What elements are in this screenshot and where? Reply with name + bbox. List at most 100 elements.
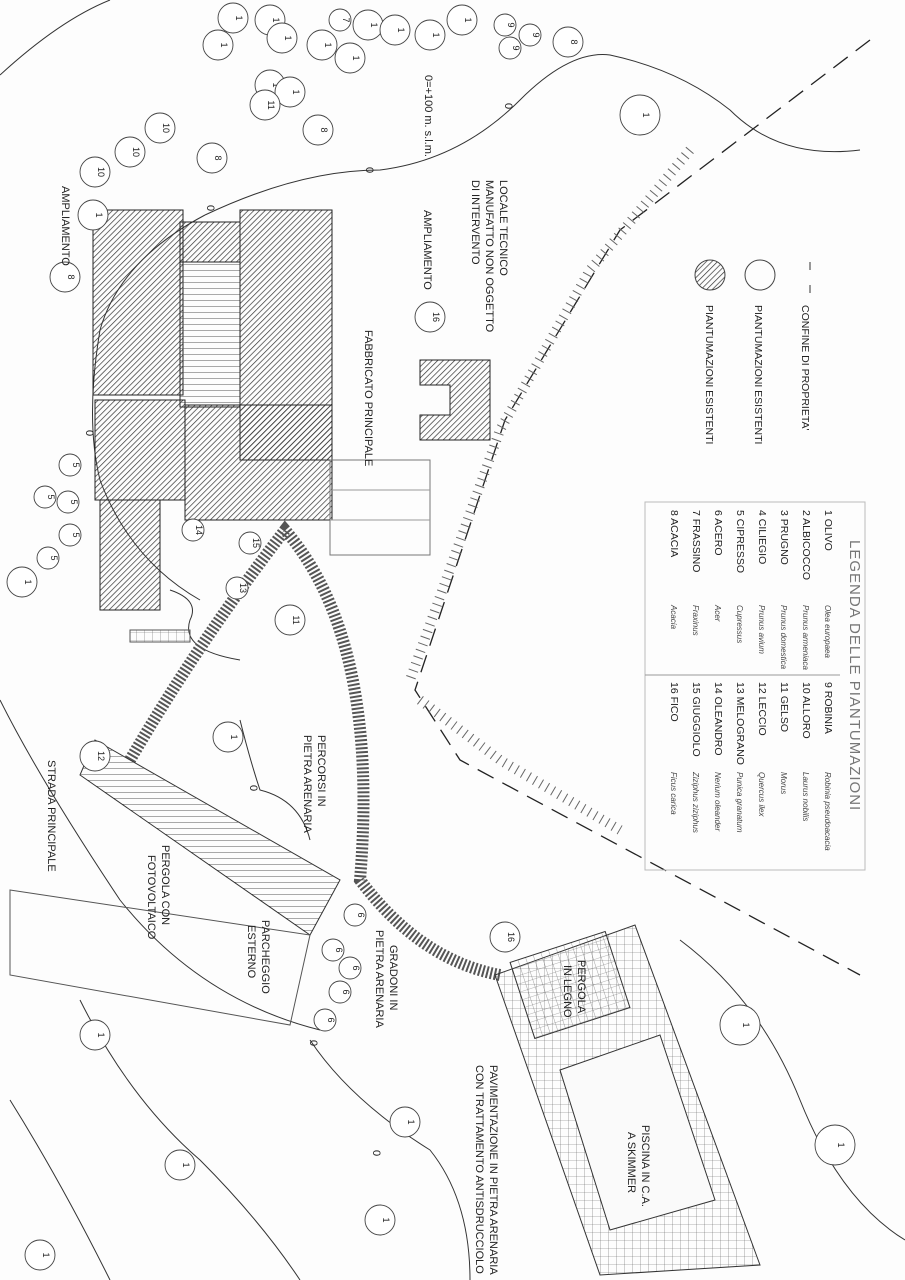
tree-number: 6 — [356, 912, 366, 917]
tree-number: 9 — [511, 45, 521, 50]
tree-icon — [328, 8, 352, 32]
paving-label: CON TRATTAMENTO ANTISDRUCCIOLO — [473, 1065, 485, 1274]
tree-number: 6 — [341, 989, 351, 994]
property-boundary — [414, 39, 871, 976]
tech-room-label: MANUFATTO NON OGGETTO — [483, 180, 495, 333]
wood-pergola-label: PERGOLA — [575, 960, 587, 1014]
trees: 1111111711199981111181010108181655555114… — [6, 2, 856, 1271]
legend-symbol-boundary: CONFINE DI PROPRIETA' — [799, 305, 811, 431]
tree-number: 5 — [71, 532, 81, 537]
legend-species-latin: Ziziphus ziziphus — [691, 771, 700, 833]
pool-label: A SKIMMER — [625, 1132, 637, 1193]
legend-species-latin: Prunus domestica — [779, 605, 788, 670]
tree-icon — [249, 89, 281, 121]
tree-number: 5 — [69, 499, 79, 504]
tree-icon — [79, 156, 111, 188]
tree-icon — [225, 576, 249, 600]
tree-icon — [446, 4, 478, 36]
tree-number: 1 — [234, 15, 244, 20]
legend-species-item: 12 LECCIO — [756, 682, 768, 736]
tree-icon — [196, 142, 228, 174]
main-building-label: FABBRICATO PRINCIPALE — [362, 330, 374, 466]
tree-icon — [414, 19, 446, 51]
legend-species-latin: Quercus ilex — [757, 772, 766, 817]
legend-species-item: 13 MELOGRANO — [734, 682, 746, 765]
tree-number: 11 — [266, 100, 276, 109]
tree-icon — [114, 136, 146, 168]
tree-number: 1 — [291, 89, 301, 94]
tree-number: 1 — [406, 1119, 416, 1124]
tree-icon — [77, 199, 109, 231]
tree-icon — [814, 1124, 856, 1166]
tree-icon — [217, 2, 249, 34]
tree-number: 1 — [641, 112, 651, 117]
legend-species-latin: Robinia pseudoacacia — [823, 772, 832, 851]
steps-label: PIETRA ARENARIA — [373, 930, 385, 1028]
tree-icon — [414, 301, 446, 333]
parking-label: ESTERNO — [245, 925, 257, 979]
pv-pergola — [79, 739, 341, 936]
legend-species-latin: Prunus avium — [757, 605, 766, 654]
stone-path — [124, 520, 502, 981]
tree-icon — [202, 29, 234, 61]
tree-hatched-icon — [694, 259, 726, 291]
tree-number: 16 — [506, 932, 516, 942]
tree-icon — [266, 22, 298, 54]
tree-icon — [518, 23, 542, 47]
tree-icon — [274, 604, 306, 636]
tree-number: 1 — [283, 35, 293, 40]
tree-number: 1 — [219, 42, 229, 47]
tree-icon — [6, 566, 38, 598]
elevation-label: 0=+100 m. s.l.m. — [422, 75, 434, 157]
contour-label: 0 — [502, 103, 514, 109]
legend-species-item: 6 ACERO — [712, 510, 724, 556]
legend-species-item: 4 CILIEGIO — [756, 510, 768, 564]
tree-number: 8 — [66, 274, 76, 279]
tree-outline-icon — [744, 259, 776, 291]
tree-number: 6 — [351, 965, 361, 970]
tree-icon — [181, 518, 205, 542]
tree-number: 1 — [741, 1022, 751, 1027]
tree-icon — [79, 740, 111, 772]
tree-number: 6 — [334, 947, 344, 952]
tree-number: 1 — [96, 1032, 106, 1037]
tree-number: 12 — [96, 751, 106, 761]
legend: LEGENDA DELLE PIANTUMAZIONI CONFINE DI P… — [644, 259, 866, 871]
tree-icon — [489, 921, 521, 953]
tree-icon — [334, 42, 366, 74]
contour-label: 0 — [83, 430, 95, 436]
parking-area — [9, 889, 311, 1026]
legend-species-latin: Laurus nobilis — [801, 772, 810, 821]
legend-species-latin: Nerium oleander — [713, 772, 722, 831]
tree-icon — [302, 114, 334, 146]
main-building — [92, 209, 431, 611]
legend-species-latin: Olea europaea — [823, 605, 832, 658]
tree-number: 6 — [326, 1017, 336, 1022]
tree-icon — [379, 14, 411, 46]
legend-species-latin: Ficus carica — [669, 772, 678, 815]
plan-labels: 0=+100 m. s.l.m. 0 0 0 0 0 0 0 FABBRICAT… — [45, 75, 651, 1275]
legend-box — [644, 501, 866, 871]
tree-number: 5 — [49, 555, 59, 560]
extension-label: AMPLIAMENTO — [59, 186, 71, 266]
tree-icon — [321, 938, 345, 962]
tree-number: 15 — [251, 538, 261, 548]
tree-icon — [343, 903, 367, 927]
legend-species-item: 9 ROBINIA — [822, 682, 834, 734]
wood-pergola — [509, 930, 631, 1040]
legend-species-latin: Cupressus — [735, 605, 744, 643]
tree-number: 1 — [323, 42, 333, 47]
tree-number: 1 — [351, 55, 361, 60]
tree-number: 16 — [431, 312, 441, 322]
tree-icon — [328, 980, 352, 1004]
legend-species-latin: Punica granatum — [735, 772, 744, 833]
tree-icon — [79, 1019, 111, 1051]
pv-pergola-label: PERGOLA CON — [159, 845, 171, 925]
tree-icon — [49, 261, 81, 293]
legend-species-item: 7 FRASSINO — [690, 510, 702, 572]
tree-number: 1 — [836, 1142, 846, 1147]
legend-species-latin: Acacia — [669, 604, 678, 630]
tree-number: 1 — [271, 17, 281, 22]
legend-species-item: 5 CIPRESSO — [734, 510, 746, 573]
